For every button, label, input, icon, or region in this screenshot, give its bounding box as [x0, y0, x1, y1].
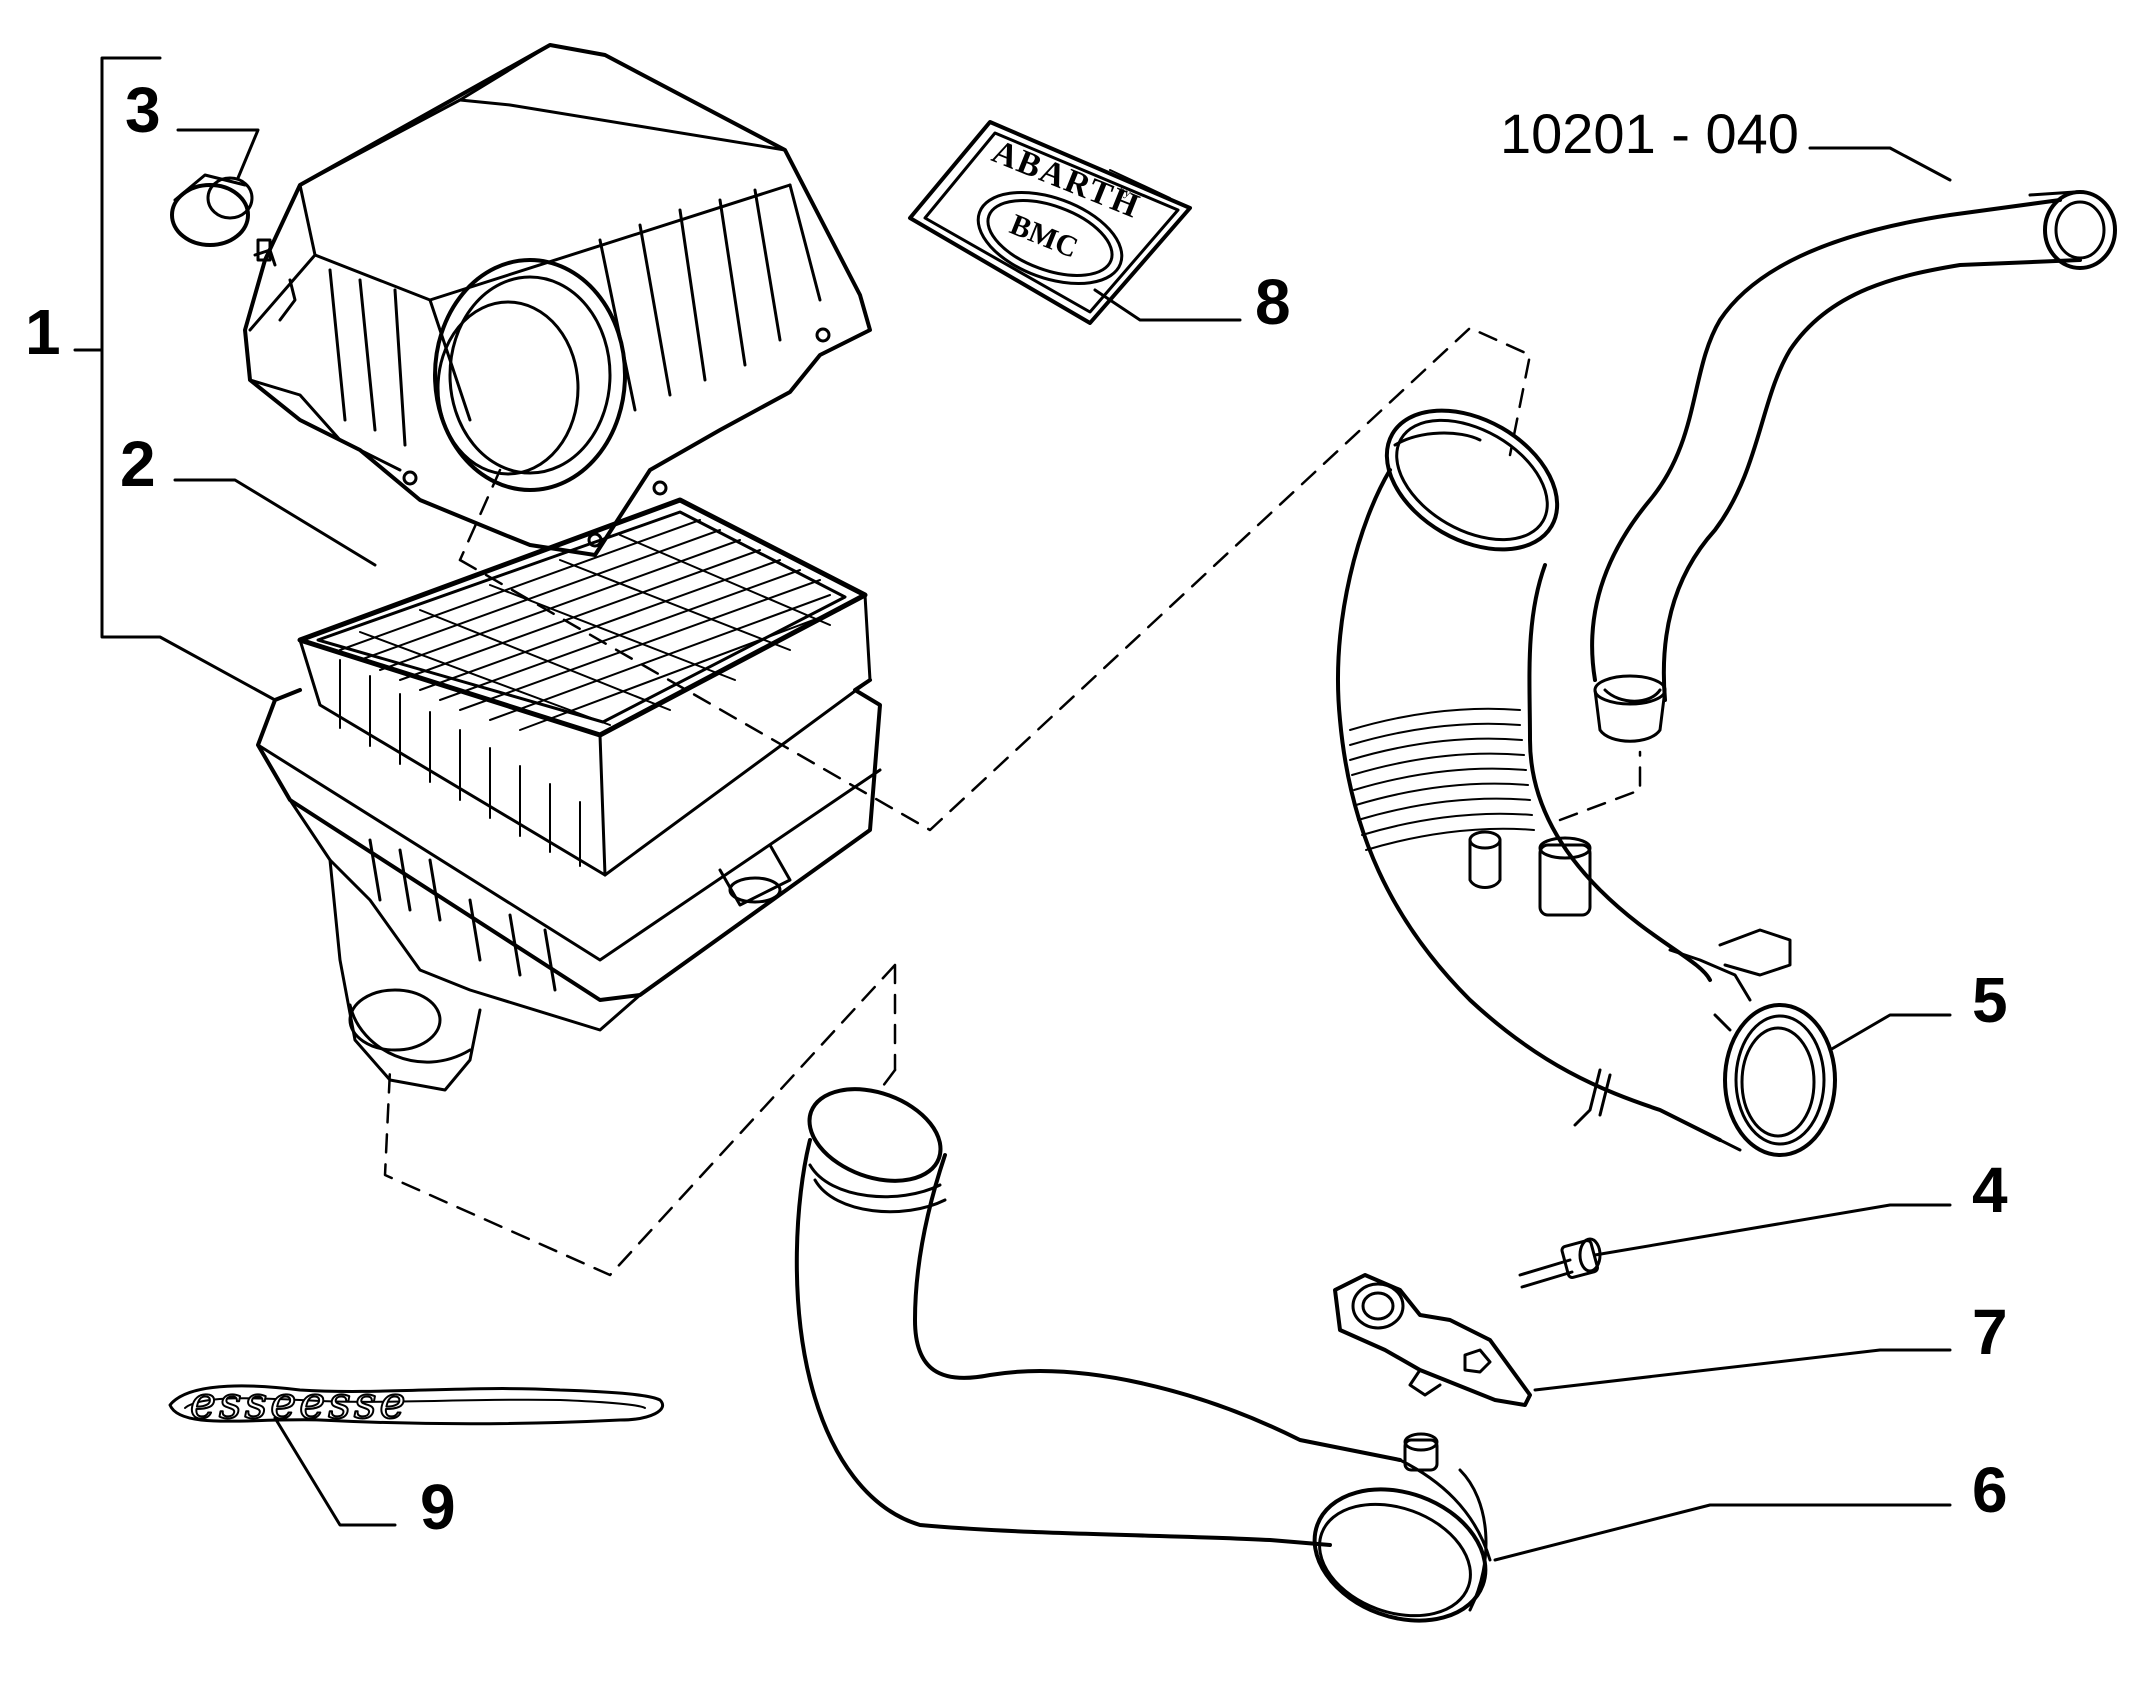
mounting-bracket — [1335, 1275, 1530, 1405]
callout-6: 6 — [1972, 1454, 2008, 1526]
intake-tube — [1338, 382, 1835, 1155]
callout-5: 5 — [1972, 964, 2008, 1036]
callout-1: 1 — [25, 296, 61, 368]
airbox-cover — [245, 45, 870, 555]
callout-8: 8 — [1255, 266, 1291, 338]
callout-3: 3 — [125, 74, 161, 146]
part-reference-label: 10201 - 040 — [1500, 102, 1799, 165]
emblem-text: esseesse — [190, 1378, 408, 1429]
bolt — [1520, 1239, 1600, 1287]
callout-7: 7 — [1972, 1296, 2008, 1368]
leader-1 — [73, 56, 277, 702]
badge-sub-text: by — [1117, 183, 1133, 200]
lower-duct — [797, 1072, 1504, 1643]
leaders — [173, 128, 1952, 1562]
grommet — [172, 175, 252, 245]
esseesse-emblem — [170, 1386, 663, 1424]
upper-breather-hose — [1592, 192, 2115, 741]
callout-2: 2 — [120, 428, 156, 500]
assembly-dash-lines — [383, 326, 1642, 1277]
airbox-base — [258, 680, 880, 1090]
callout-4: 4 — [1972, 1154, 2008, 1226]
callout-9: 9 — [420, 1471, 456, 1543]
abarth-bmc-badge — [910, 122, 1190, 323]
air-filter-element — [300, 500, 870, 875]
